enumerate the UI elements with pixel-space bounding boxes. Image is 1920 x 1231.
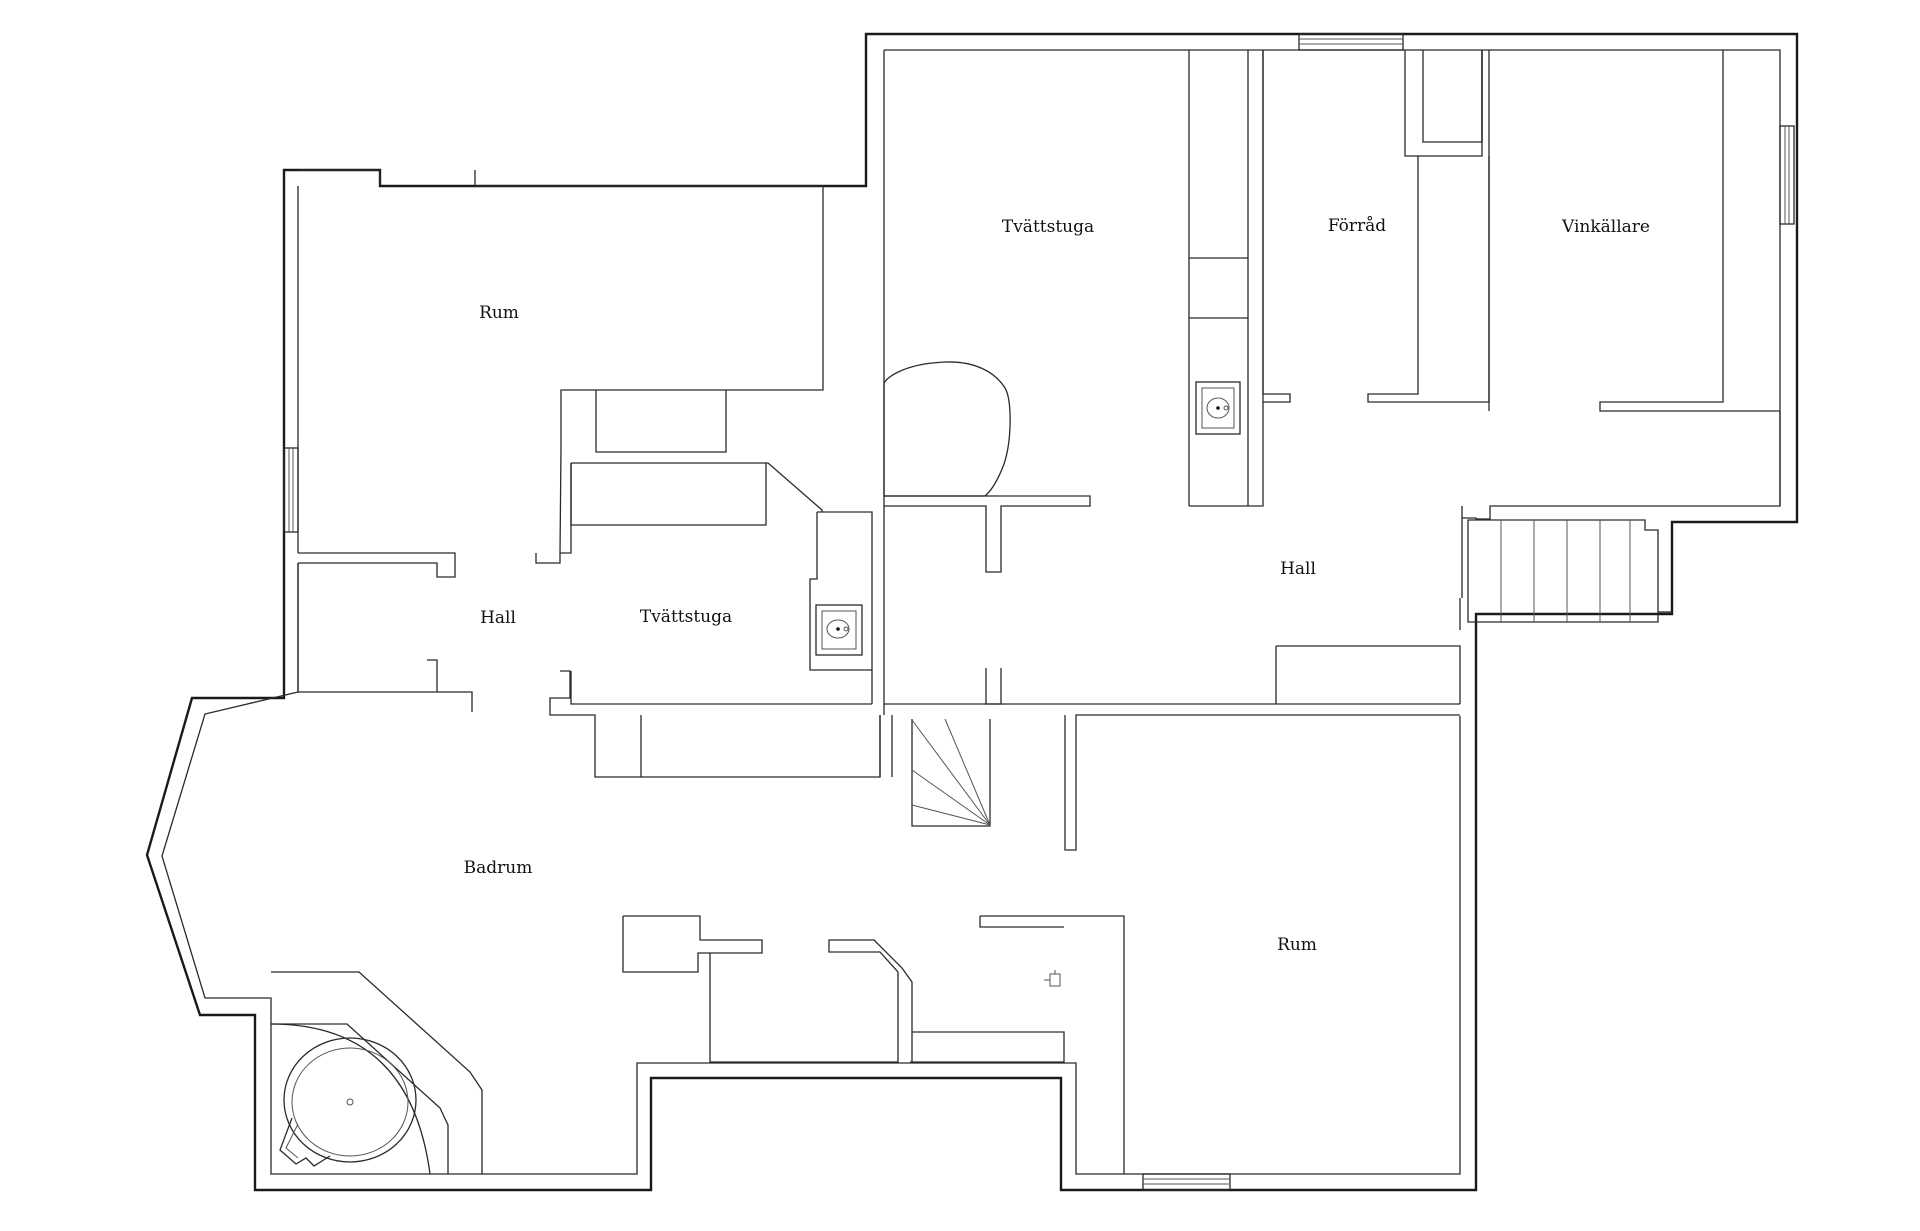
staircase-right xyxy=(1467,519,1659,623)
label-rum-bottom: Rum xyxy=(1277,935,1317,955)
label-forrad: Förråd xyxy=(1328,216,1386,236)
room-tvattstuga-top-walls xyxy=(883,50,1264,573)
exterior-wall-inner xyxy=(161,49,1781,1175)
staircase-inner xyxy=(911,719,991,827)
label-hall-left: Hall xyxy=(480,608,516,628)
label-vinkallare: Vinkällare xyxy=(1561,217,1650,237)
label-badrum: Badrum xyxy=(464,858,533,878)
room-rum-top-walls xyxy=(283,169,824,578)
label-rum-top: Rum xyxy=(479,303,519,323)
label-tvattstuga-top: Tvättstuga xyxy=(1002,217,1094,237)
room-hall-left-walls xyxy=(297,462,881,778)
room-vinkallare-walls xyxy=(1481,50,1795,412)
exterior-walls xyxy=(145,32,1799,1192)
exterior-wall-outer xyxy=(145,32,1799,1192)
room-badrum-walls xyxy=(270,704,1460,1191)
label-tvattstuga-mid: Tvättstuga xyxy=(640,607,732,627)
room-hall-right-walls xyxy=(883,411,1781,705)
room-labels: Rum Tvättstuga Förråd Vinkällare Hall Tv… xyxy=(464,216,1650,955)
label-hall-right: Hall xyxy=(1280,559,1316,579)
